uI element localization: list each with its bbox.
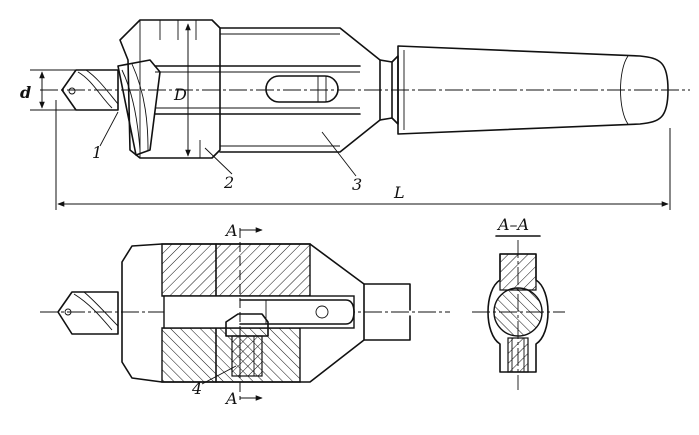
dim-D-label: D — [173, 85, 187, 104]
part-3-label: 3 — [352, 175, 362, 194]
drill-tip — [61, 69, 119, 111]
section-view: A A 4 — [40, 221, 450, 408]
part-2-label: 2 — [223, 173, 234, 192]
section-marker-top: A — [224, 221, 238, 240]
section-aa-shaft — [493, 287, 543, 337]
section-drill-tip — [57, 291, 119, 335]
dim-d-label: d — [20, 83, 31, 102]
part-4-label: 4 — [191, 379, 202, 398]
screw — [231, 335, 263, 377]
section-aa-title: A–A — [496, 215, 529, 234]
taper-shank — [397, 45, 669, 135]
drill-spiral — [117, 59, 161, 156]
section-aa-outline — [487, 253, 549, 373]
section-marker-bottom: A — [224, 389, 238, 408]
collar — [119, 19, 221, 159]
slot — [265, 75, 339, 103]
top-view: d D L 1 2 3 — [20, 19, 690, 210]
section-hatch-upper — [161, 243, 311, 297]
dim-L-label: L — [393, 183, 405, 202]
body — [219, 27, 381, 153]
section-aa: A–A — [472, 215, 565, 390]
part-1-label: 1 — [92, 143, 102, 162]
